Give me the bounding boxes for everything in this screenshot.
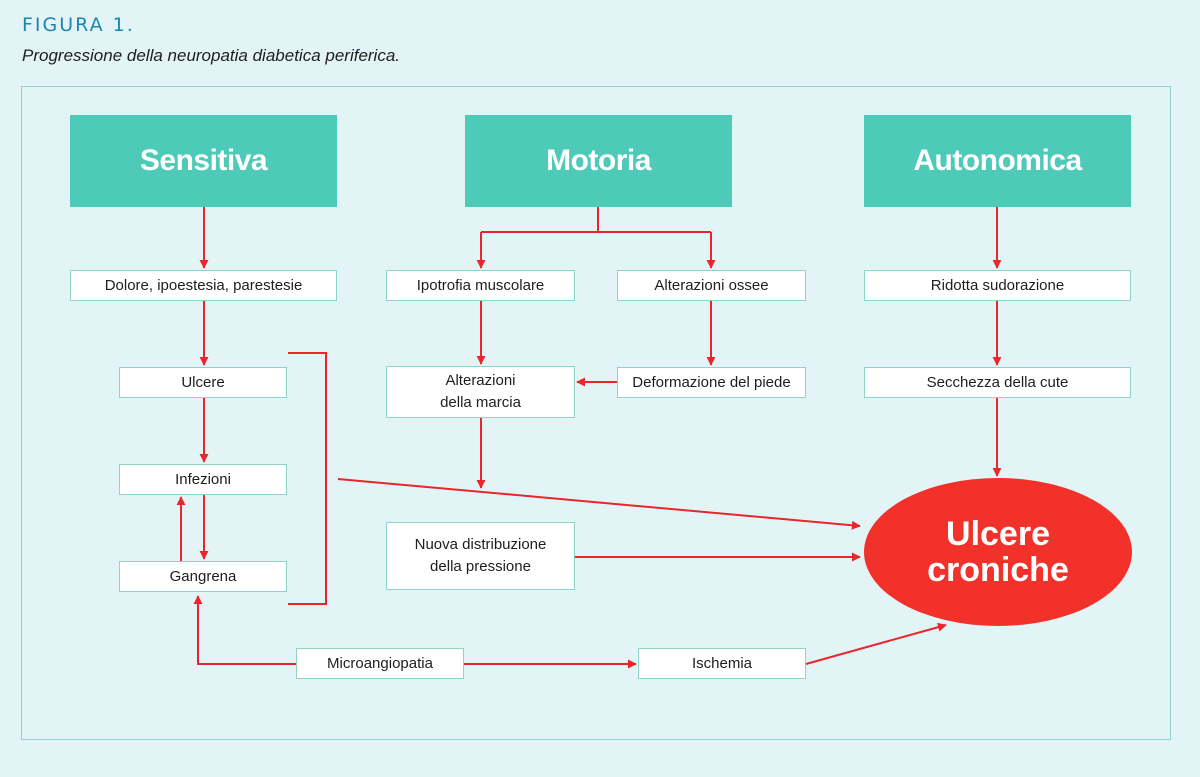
header-sensitiva: Sensitiva xyxy=(70,115,337,207)
node-infezioni: Infezioni xyxy=(119,464,287,495)
node-secchezza: Secchezza della cute xyxy=(864,367,1131,398)
figure-label: FIGURA 1. xyxy=(22,14,135,36)
outcome-ulcere-croniche: Ulcere croniche xyxy=(864,478,1132,626)
bracket-ulcere-gangrena xyxy=(288,352,327,605)
node-ulcere: Ulcere xyxy=(119,367,287,398)
arrow-ischemia-oval xyxy=(805,622,947,665)
node-alterazioni-ossee: Alterazioni ossee xyxy=(617,270,806,301)
node-deformazione: Deformazione del piede xyxy=(617,367,806,398)
node-nuova-distribuzione: Nuova distribuzione della pressione xyxy=(386,522,575,590)
node-ridotta-sudorazione: Ridotta sudorazione xyxy=(864,270,1131,301)
diagram-frame xyxy=(21,86,1171,740)
node-dolore: Dolore, ipoestesia, parestesie xyxy=(70,270,337,301)
node-gangrena: Gangrena xyxy=(119,561,287,592)
figure-caption: Progressione della neuropatia diabetica … xyxy=(22,46,401,65)
node-ipotrofia: Ipotrofia muscolare xyxy=(386,270,575,301)
node-ischemia: Ischemia xyxy=(638,648,806,679)
node-alterazioni-marcia: Alterazioni della marcia xyxy=(386,366,575,418)
header-autonomica: Autonomica xyxy=(864,115,1131,207)
node-microangiopatia: Microangiopatia xyxy=(296,648,464,679)
arrow-bracket-oval xyxy=(337,478,861,530)
header-motoria: Motoria xyxy=(465,115,732,207)
arrow-microangiopatia-gangrena xyxy=(193,595,296,665)
